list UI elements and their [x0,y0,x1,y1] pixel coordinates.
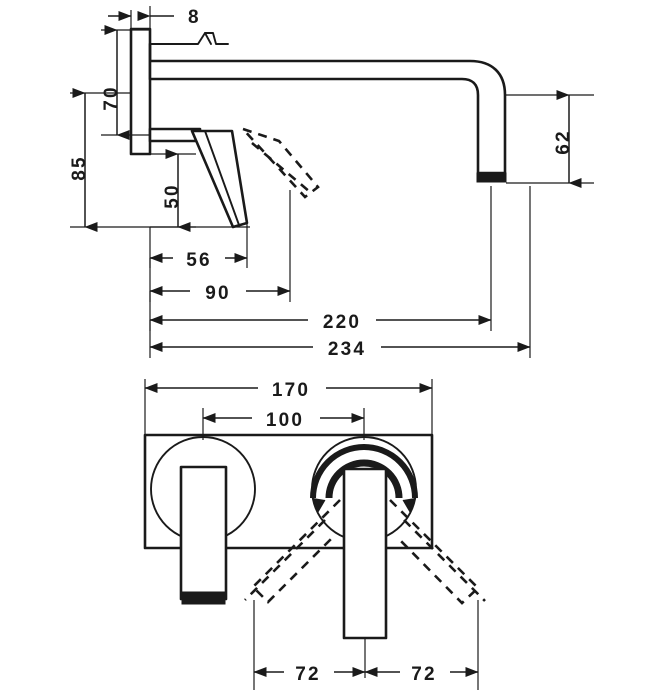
dim-72-right: 72 [364,600,479,690]
dim-label-56: 56 [186,250,212,271]
side-elevation-view: 8 70 85 50 [69,6,594,360]
dim-170: 170 [144,377,433,437]
dim-label-220: 220 [323,312,361,333]
spout-tube-front [179,465,228,601]
lever-handle-crease [204,130,240,226]
wall-plate-side [129,27,152,156]
dim-8: 8 [108,6,201,34]
lever-handle-alt-position [238,126,320,199]
dim-72-left: 72 [253,600,366,690]
lever-handle-alt-crease [251,142,311,193]
dim-label-72-right: 72 [411,664,437,685]
dim-label-85: 85 [69,155,90,181]
aerator-band-side [476,172,507,183]
dim-label-72-left: 72 [295,664,321,685]
dim-234: 234 [149,186,531,360]
lever-handle-front [342,467,388,640]
dim-label-234: 234 [328,339,366,360]
dim-label-70: 70 [101,85,122,111]
dim-220: 220 [149,186,492,333]
aerator-band-front [181,591,226,605]
lever-swing-right-outline [389,499,480,605]
handle-arc-tip-left [312,497,326,514]
dim-label-62: 62 [553,129,574,155]
dim-label-50: 50 [162,183,183,209]
dim-56: 56 [149,223,248,271]
spout-top-detail [167,32,229,45]
handle-rosette-arc [310,444,418,499]
dim-50: 50 [150,149,196,232]
dim-label-90: 90 [205,283,231,304]
handle-arc-tip-right [402,497,416,514]
spout-top-notch [204,32,212,45]
lever-swing-right-edge [403,519,486,602]
dim-62: 62 [505,90,594,188]
dim-label-100: 100 [266,410,304,431]
front-elevation-view: 170 100 72 72 [143,377,486,690]
dim-label-170: 170 [272,380,310,401]
lever-swing-left-edge [244,519,326,601]
dim-label-8: 8 [188,7,201,28]
handle-rosette-inner-arc [325,459,403,499]
lever-handle-side [190,129,249,229]
dim-90: 90 [149,190,291,304]
dim-100: 100 [202,407,365,440]
lever-swing-left-outline [251,499,341,604]
dim-70: 70 [101,25,150,140]
